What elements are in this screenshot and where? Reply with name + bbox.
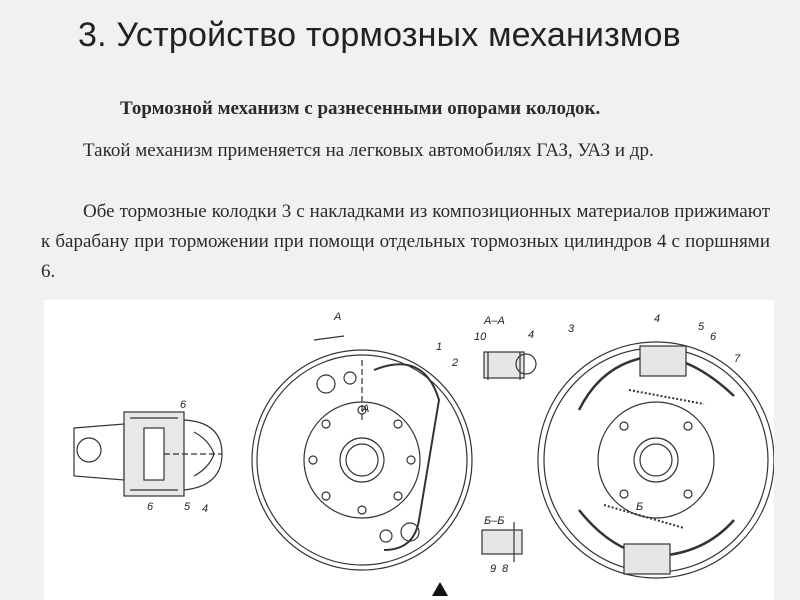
label-4c: 4 — [202, 503, 208, 515]
drum-brake-assembly — [537, 341, 774, 579]
label-5a: 5 — [184, 501, 191, 513]
label-6c: 6 — [180, 399, 187, 411]
triangle-marker-icon — [432, 582, 448, 596]
label-a-a: А–А — [483, 315, 505, 327]
label-a2: А — [361, 403, 369, 415]
brake-backplate-view — [251, 335, 473, 571]
slide-title: 3. Устройство тормозных механизмов — [78, 16, 681, 54]
section-a-a — [483, 351, 537, 380]
label-3: 3 — [568, 323, 575, 335]
label-10: 10 — [474, 331, 487, 343]
label-a1: А — [333, 311, 341, 323]
label-8: 8 — [502, 563, 509, 575]
paragraph-usage: Такой механизм применяется на легковых а… — [83, 140, 654, 161]
paragraph-description: Обе тормозные колодки 3 с накладками из … — [41, 201, 770, 282]
label-9: 9 — [490, 563, 496, 575]
subtitle: Тормозной механизм с разнесенными опорам… — [120, 98, 601, 119]
label-2: 2 — [451, 357, 458, 369]
label-4a: 4 — [528, 329, 534, 341]
label-7: 7 — [734, 353, 741, 365]
label-5b: 5 — [698, 321, 705, 333]
label-4b: 4 — [654, 313, 660, 325]
label-6b: 6 — [710, 331, 717, 343]
label-b-b: Б–Б — [484, 515, 504, 527]
section-b-b — [481, 522, 523, 562]
brake-mechanism-drawing: 6 5 4 6 А А 1 2 А–А — [44, 300, 774, 600]
label-b1: Б — [636, 501, 643, 513]
label-1: 1 — [436, 341, 442, 353]
wheel-cylinder-section — [73, 411, 223, 497]
label-6a: 6 — [147, 501, 154, 513]
